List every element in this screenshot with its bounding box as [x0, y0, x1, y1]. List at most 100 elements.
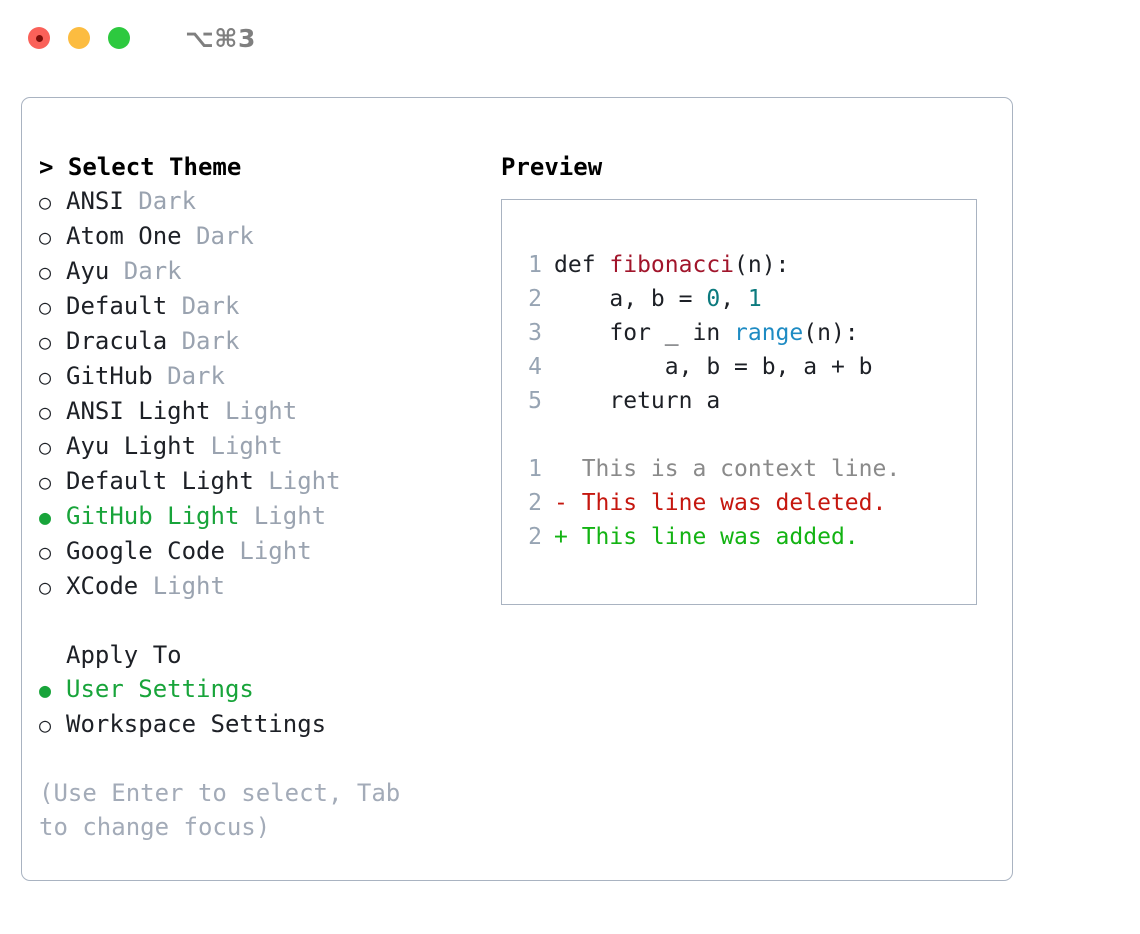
theme-option-label: GitHub Light	[66, 502, 240, 530]
code-line-number: 3	[528, 320, 542, 346]
code-line: 4 a, b = b, a + b	[520, 350, 976, 384]
code-line-number: 2	[528, 286, 542, 312]
radio-unselected-icon: ○	[39, 400, 52, 424]
radio-selected-icon: ●	[39, 678, 52, 702]
diff-line-ctx: 1 This is a context line.	[520, 452, 976, 486]
code-line-content: for _ in range(n):	[554, 316, 859, 350]
theme-option-xcode[interactable]: ○ XCode Light	[39, 569, 479, 604]
diff-line-add: 2+ This line was added.	[520, 520, 976, 554]
keyboard-hint-text: (Use Enter to select, Tab to change focu…	[39, 779, 415, 841]
theme-option-variant-tag: Light	[210, 397, 298, 425]
theme-option-label: Ayu	[66, 257, 110, 285]
maximize-button[interactable]	[108, 27, 130, 49]
theme-option-variant-tag: Dark	[123, 187, 197, 215]
code-line: 5 return a	[520, 384, 976, 418]
theme-option-ansi[interactable]: ○ANSI Dark	[39, 184, 479, 219]
theme-option-variant-tag: Light	[196, 432, 283, 460]
radio-unselected-icon: ○	[39, 330, 52, 354]
code-line-number: 4	[528, 354, 542, 380]
theme-option-ayu-light[interactable]: ○ Ayu Light Light	[39, 429, 479, 464]
preview-title: Preview	[501, 153, 603, 181]
theme-option-label: Atom One	[66, 222, 182, 250]
radio-unselected-icon: ○	[39, 713, 52, 737]
code-token-plain: def	[554, 252, 610, 278]
theme-option-label: Default Light	[66, 467, 254, 495]
theme-option-variant-tag: Light	[253, 467, 341, 495]
theme-picker-dialog: > Select Theme ○ANSI Dark○Atom One Dark○…	[21, 97, 1013, 881]
theme-option-label: GitHub	[66, 362, 153, 390]
theme-option-label: Default	[66, 292, 168, 320]
code-token-num: 0	[706, 286, 721, 312]
code-line: 2 a, b = 0, 1	[520, 282, 976, 316]
theme-option-variant-tag: Light	[239, 502, 327, 530]
diff-line-number: 2	[528, 490, 542, 516]
code-token-plain: a, b = b, a + b	[554, 354, 873, 380]
theme-option-variant-tag: Light	[138, 572, 225, 600]
code-token-plain: (n):	[734, 252, 790, 278]
theme-option-ayu[interactable]: ○ Ayu Dark	[39, 254, 479, 289]
code-diff-spacer	[520, 418, 976, 452]
theme-option-variant-tag: Dark	[167, 292, 240, 320]
diff-line-content: - This line was deleted.	[554, 490, 887, 516]
radio-unselected-icon: ○	[39, 575, 52, 599]
code-line-content: a, b = b, a + b	[554, 350, 873, 384]
radio-unselected-icon: ○	[39, 225, 52, 249]
radio-unselected-icon: ○	[39, 260, 52, 284]
code-token-call: range	[734, 320, 804, 346]
keyboard-shortcut-label: ⌥⌘3	[185, 23, 256, 53]
code-token-plain: for _ in	[554, 320, 735, 346]
diff-line-del: 2 - This line was deleted.	[520, 486, 976, 520]
apply-to-option-workspace-settings[interactable]: ○ Workspace Settings	[39, 707, 479, 742]
theme-option-variant-tag: Dark	[181, 222, 254, 250]
title-bar: ⌥⌘3	[0, 0, 1140, 76]
theme-option-label: Google Code	[66, 537, 225, 565]
theme-option-dracula[interactable]: ○Dracula Dark	[39, 324, 479, 359]
diff-sample: 1 This is a context line. 2 - This line wa…	[520, 452, 976, 554]
code-token-plain: (n):	[803, 320, 859, 346]
apply-to-header: Apply To	[66, 641, 182, 669]
code-line-number: 5	[528, 388, 542, 414]
theme-option-ansi-light[interactable]: ○ ANSI Light Light	[39, 394, 479, 429]
theme-option-atom-one[interactable]: ○ Atom One Dark	[39, 219, 479, 254]
theme-option-default-light[interactable]: ○ Default Light Light	[39, 464, 479, 499]
section-spacer	[39, 604, 479, 638]
theme-option-variant-tag: Dark	[152, 362, 225, 390]
code-line-content: a, b = 0, 1	[554, 282, 762, 316]
code-token-plain: ,	[720, 286, 748, 312]
radio-unselected-icon: ○	[39, 365, 52, 389]
theme-option-label: Ayu Light	[66, 432, 197, 460]
apply-to-option-label: User Settings	[66, 675, 254, 703]
code-line-content: def fibonacci(n):	[554, 248, 789, 282]
theme-option-label: ANSI Light	[66, 397, 211, 425]
theme-option-label: XCode	[66, 572, 139, 600]
theme-option-default[interactable]: ○Default Dark	[39, 289, 479, 324]
apply-to-option-list[interactable]: ● User Settings ○ Workspace Settings	[39, 672, 479, 742]
diff-line-number: 2	[528, 524, 542, 550]
diff-line-number: 1	[528, 456, 542, 482]
theme-option-list[interactable]: ○ANSI Dark○Atom One Dark○Ayu Dark○Defaul…	[39, 184, 479, 604]
radio-selected-icon: ●	[39, 505, 52, 529]
theme-option-variant-tag: Dark	[109, 257, 182, 285]
code-token-num: 1	[747, 286, 762, 312]
theme-list-column: > Select Theme ○ANSI Dark○Atom One Dark○…	[39, 150, 479, 844]
apply-to-option-label: Workspace Settings	[66, 710, 327, 738]
code-token-plain: return a	[554, 388, 721, 414]
radio-unselected-icon: ○	[39, 435, 52, 459]
apply-to-option-user-settings[interactable]: ● User Settings	[39, 672, 479, 707]
theme-option-google-code[interactable]: ○Google Code Light	[39, 534, 479, 569]
theme-option-github-light[interactable]: ● GitHub Light Light	[39, 499, 479, 534]
radio-unselected-icon: ○	[39, 540, 52, 564]
theme-option-github[interactable]: ○ GitHub Dark	[39, 359, 479, 394]
theme-option-variant-tag: Dark	[167, 327, 240, 355]
code-line-content: return a	[554, 384, 720, 418]
window-controls	[28, 27, 130, 49]
diff-line-content: This is a context line.	[554, 456, 901, 482]
radio-unselected-icon: ○	[39, 470, 52, 494]
close-button[interactable]	[28, 27, 50, 49]
minimize-button[interactable]	[68, 27, 90, 49]
